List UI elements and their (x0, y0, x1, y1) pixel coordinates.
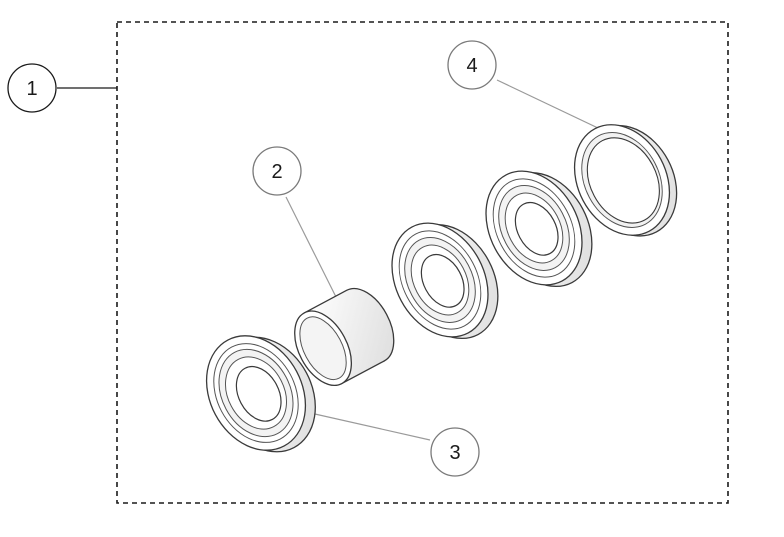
callout-4[interactable]: 4 (447, 40, 497, 90)
kit-boundary (116, 21, 729, 504)
callout-3-label: 3 (449, 442, 460, 464)
callout-2[interactable]: 2 (252, 146, 302, 196)
callout-4-label: 4 (466, 55, 477, 77)
ball-bearing (205, 335, 316, 453)
spacer-sleeve (294, 287, 395, 386)
leader-line-4 (496, 79, 599, 129)
callout-3[interactable]: 3 (430, 427, 480, 477)
seal-ring (573, 124, 678, 237)
callout-2-label: 2 (271, 161, 282, 183)
callout-1-label: 1 (26, 78, 37, 100)
leader-line-2 (285, 196, 337, 298)
ball-bearing-rear (485, 170, 593, 288)
leader-line-3 (305, 411, 431, 441)
ball-bearing-middle (391, 222, 499, 340)
callout-1[interactable]: 1 (7, 63, 57, 113)
